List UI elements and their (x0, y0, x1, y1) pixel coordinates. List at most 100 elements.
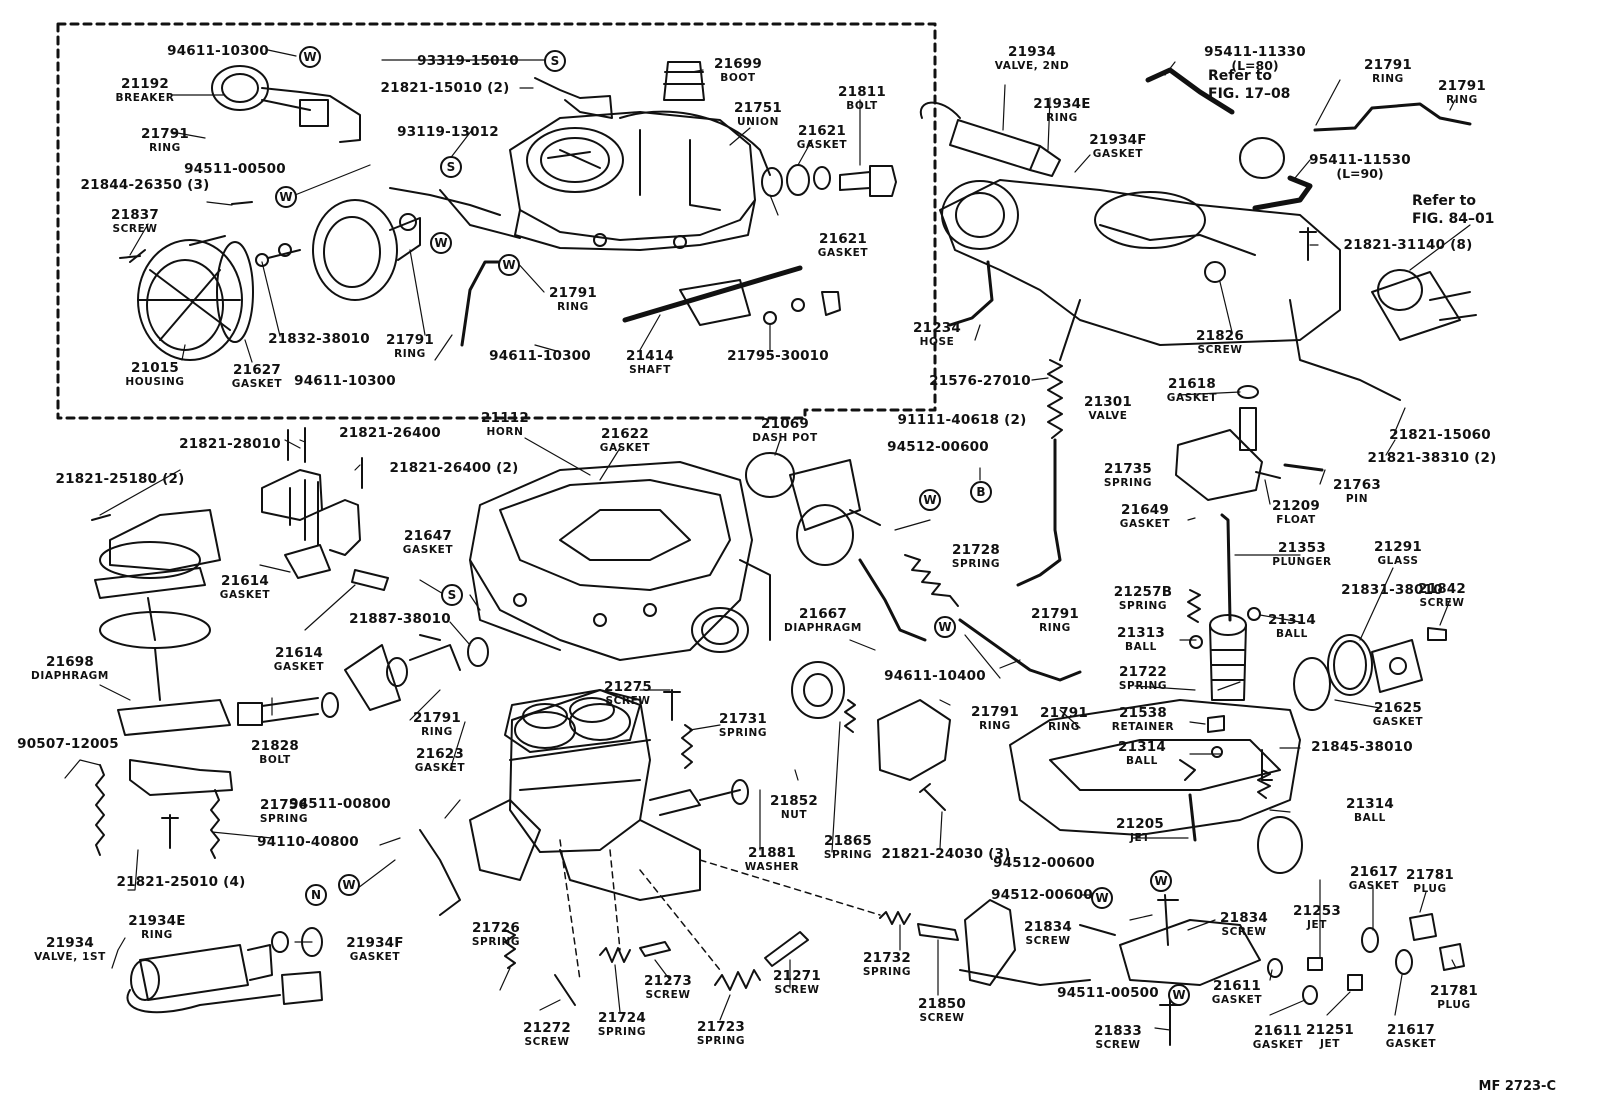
part-number: 21724 (598, 1010, 646, 1026)
shaft-part (622, 265, 841, 326)
screw-21272 (554, 974, 576, 1006)
part-number: 21837 (111, 207, 159, 223)
bracket-bottom-left (129, 759, 233, 796)
union-gaskets (761, 164, 831, 197)
hose-95411-11330 (1145, 67, 1235, 115)
part-name: GLASS (1377, 554, 1419, 567)
part-number: 21834 (1024, 919, 1072, 935)
part-name: RING (141, 928, 173, 941)
part-number: 21791 (413, 710, 461, 726)
part-name: BALL (1276, 627, 1308, 640)
symbol-w: W (1168, 984, 1190, 1006)
part-name: VALVE, 2ND (994, 59, 1070, 72)
part-number: 21821-38310 (2) (1367, 450, 1497, 466)
symbol-w: W (299, 46, 321, 68)
part-label-91111-40618-2: 91111-40618 (2) (898, 413, 1027, 428)
part-number: 21934F (1089, 132, 1147, 148)
part-number: 21821-25010 (4) (116, 874, 246, 890)
part-name: GASKET (414, 761, 466, 774)
part-name: PLUG (1437, 998, 1471, 1011)
jet-21251 (1347, 974, 1363, 991)
part-number: 21934E (1033, 96, 1091, 112)
part-number: 21314 (1118, 739, 1166, 755)
part-number: 21623 (416, 746, 464, 762)
spring-21865 (844, 699, 856, 733)
part-label-21821-15060: 21821-15060 (1389, 428, 1491, 443)
filter-part (1239, 137, 1285, 179)
part-number: 21069 (761, 416, 809, 432)
part-number: 21865 (824, 833, 872, 849)
part-name: DIAPHRAGM (784, 621, 862, 634)
part-name: SCREW (645, 988, 691, 1001)
part-label-94611-10300: 94611-10300 (489, 349, 591, 364)
part-name: BALL (1354, 811, 1386, 824)
part-label-21821-26400-2: 21821-26400 (2) (389, 460, 519, 476)
part-name: RETAINER (1111, 720, 1175, 733)
part-number: 21821-25180 (2) (55, 471, 185, 487)
part-name: SCREW (1025, 934, 1071, 947)
part-name: JET (1306, 918, 1328, 931)
part-number: 21821-24030 (3) (881, 846, 1011, 862)
part-number: 21791 (1438, 78, 1486, 94)
part-number: 21791 (1364, 57, 1412, 73)
part-number: 21621 (798, 123, 846, 139)
part-label-21821-31140-8: 21821-31140 (8) (1344, 238, 1473, 253)
retainer-21538 (1207, 715, 1225, 733)
part-label-21887-38010: 21887-38010 (349, 611, 451, 627)
valve-1st-part (126, 927, 323, 1014)
diagram-code: MF 2723-C (1478, 1079, 1556, 1094)
part-label-21821-25180-2: 21821-25180 (2) (55, 471, 185, 487)
reference-note-fig17: Refer to FIG. 17–08 (1208, 68, 1291, 102)
part-number: 21832-38010 (268, 331, 370, 347)
bracket-assembly (261, 469, 389, 591)
plunger-body (1209, 614, 1247, 701)
part-number: 21852 (770, 793, 818, 809)
part-name: DASH POT (752, 431, 818, 444)
part-number: 21667 (799, 606, 847, 622)
part-number: 94512-00600 (887, 439, 989, 455)
bolt-21828 (237, 692, 339, 726)
part-name: SCREW (774, 983, 820, 996)
part-label-94511-00800: 94511-00800 (289, 797, 391, 812)
part-number: 21887-38010 (349, 611, 451, 627)
spring-21732 (879, 911, 911, 925)
throttle-body-lower (419, 689, 749, 916)
valve-2nd-part (919, 101, 1061, 177)
ball-21313 (1189, 635, 1203, 649)
part-label-94611-10300: 94611-10300 (167, 44, 269, 59)
screw-21842 (1427, 627, 1447, 641)
spring-21723 (714, 969, 761, 991)
spring-21257B (1187, 589, 1201, 623)
part-name: GASKET (1348, 879, 1400, 892)
part-number: 21192 (121, 76, 169, 92)
part-number: 21251 (1306, 1022, 1354, 1038)
part-number: 21627 (233, 362, 281, 378)
jet-21205 (1188, 793, 1197, 842)
spring-21731 (681, 724, 693, 769)
part-number: 21618 (1168, 376, 1216, 392)
part-number: 21821-26400 (2) (389, 460, 519, 476)
rod-throttle (858, 558, 1082, 682)
part-name: BREAKER (115, 91, 175, 104)
part-name: SPRING (259, 812, 309, 825)
part-name: JET (1129, 831, 1151, 844)
screw-21833 (1159, 999, 1181, 1046)
part-label-21795-30010: 21795-30010 (727, 349, 829, 364)
part-number: 21698 (46, 654, 94, 670)
symbol-s: S (441, 584, 463, 606)
part-name: RING (1446, 93, 1478, 106)
